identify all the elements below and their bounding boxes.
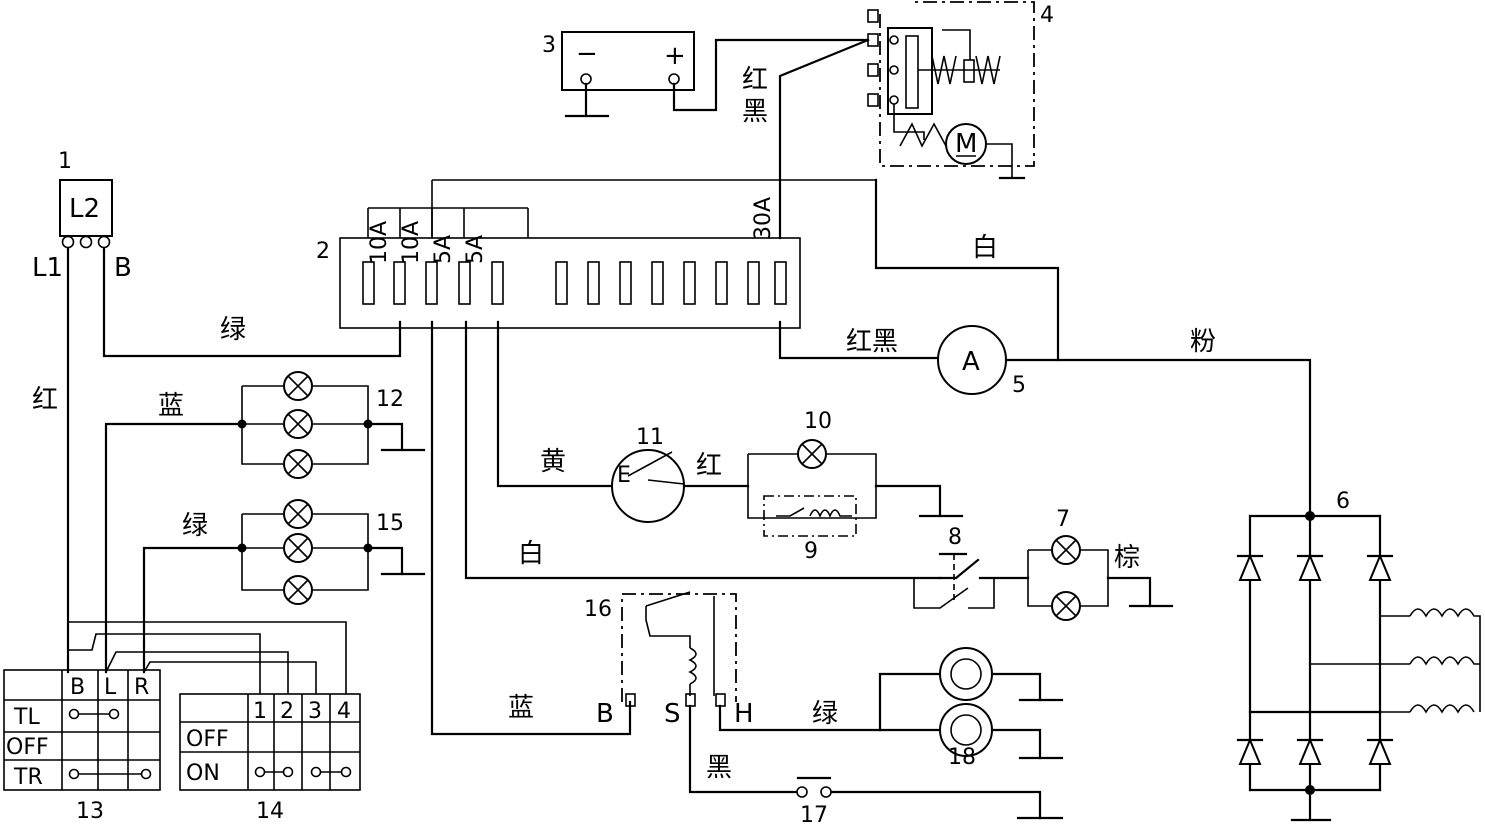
fuse-box: 10A 10A 5A 5A 30A 2 [316, 179, 876, 329]
switch14-header-3: 3 [308, 699, 322, 724]
switch13-header-l: L [104, 675, 117, 700]
lamp-15a [283, 499, 313, 529]
switch14-row-on: ON [186, 761, 220, 786]
turn-switch-13: B L R TL OFF TR 13 [3, 669, 161, 824]
component-number-9: 9 [804, 539, 818, 564]
component-number-17: 17 [800, 803, 828, 827]
starter-motor: M 4 [867, 1, 1054, 180]
fuel-gauge: E 红 11 [611, 425, 750, 523]
lamp-group-12: 12 蓝 [104, 371, 426, 674]
wire-color-red-gauge: 红 [696, 451, 722, 481]
switch13-header-b: B [70, 675, 85, 700]
switch14-row-off: OFF [186, 727, 229, 752]
component-number-8: 8 [948, 525, 962, 550]
wire-color-red-black-top-1: 红 [742, 65, 768, 95]
wire-color-green-bottom: 绿 [812, 699, 838, 729]
module-label: L2 [69, 194, 100, 224]
wire-color-yellow: 黄 [540, 447, 566, 477]
wire-green-bottom [718, 704, 882, 732]
wire-black [688, 704, 798, 794]
fuse-rating-4: 5A [463, 235, 488, 264]
relay-terminal-b: B [596, 699, 614, 729]
component-number-15: 15 [376, 511, 404, 536]
component-number-18: 18 [948, 745, 976, 770]
terminal-b-label: B [114, 253, 132, 283]
switch13-row-tr: TR [13, 765, 43, 790]
switch14-header-2: 2 [280, 699, 294, 724]
wire-color-white-top: 白 [972, 233, 998, 263]
flasher-module: L2 1 L1 B [32, 149, 132, 283]
switch14-header-1: 1 [253, 699, 267, 724]
gauge-label: E [617, 463, 631, 488]
wire-white-top [874, 178, 1060, 362]
rectifier-bridge: 6 [1236, 489, 1481, 822]
fuse-rating-main: 30A [751, 197, 776, 240]
component-number-13: 13 [76, 799, 104, 824]
switch13-row-off: OFF [6, 735, 49, 760]
wire-blue-bottom [430, 320, 632, 736]
motor-label: M [955, 129, 977, 159]
lamp-15c [283, 575, 313, 605]
switch13-header-r: R [134, 675, 149, 700]
component-number-11: 11 [636, 425, 664, 450]
wire-color-brown: 棕 [1114, 543, 1140, 573]
switch13-row-tl: TL [13, 705, 40, 730]
lamp-12c [283, 449, 313, 479]
light-switch-14: 1 2 3 4 OFF ON 14 [179, 693, 361, 824]
wire-color-red-left: 红 [32, 385, 58, 415]
brake-lamps: 棕 7 [1027, 507, 1174, 621]
ammeter: A 红黑 粉 5 [778, 320, 1312, 518]
lamp-group-15: 15 绿 [142, 499, 426, 674]
relay-terminal-s: S [664, 699, 681, 729]
fuse-rating-1: 10A [367, 221, 392, 264]
component-number-7: 7 [1056, 507, 1070, 532]
fuse-rating-3: 5A [431, 235, 456, 264]
component-number-5: 5 [1012, 373, 1026, 398]
relay-terminal-h: H [734, 699, 754, 729]
wire-yellow [496, 320, 614, 488]
wire-color-pink: 粉 [1190, 327, 1216, 357]
battery-plus: + [664, 41, 686, 71]
horn-relay: B S H 16 [584, 591, 754, 729]
component-number-6: 6 [1336, 489, 1350, 514]
fuse-rating-2: 10A [399, 221, 424, 264]
wire-color-red-black-top-2: 黑 [742, 97, 768, 127]
fuse-elements [362, 261, 787, 305]
wire-color-blue-left: 蓝 [158, 391, 184, 421]
battery-minus: − [576, 39, 598, 69]
battery: − + 3 [542, 31, 870, 118]
component-number-14: 14 [256, 799, 284, 824]
lamp-12b [283, 409, 313, 439]
module-wires [66, 246, 402, 674]
horns: 18 [878, 647, 1064, 770]
component-number-10: 10 [804, 409, 832, 434]
component-number-1: 1 [58, 149, 72, 174]
component-number-2: 2 [316, 239, 330, 264]
lamp-12a [283, 371, 313, 401]
ammeter-label: A [962, 347, 980, 377]
component-number-16: 16 [584, 597, 612, 622]
lamp-15b [283, 533, 313, 563]
wire-color-blue-bottom: 蓝 [508, 693, 534, 723]
gauge-lamp-and-sender: 10 9 [747, 409, 964, 564]
switch-wiring [67, 621, 347, 694]
terminal-l1-label: L1 [32, 253, 63, 283]
brake-switch: 8 [913, 525, 1030, 609]
wire-red-black-starter [778, 38, 870, 240]
switch14-header-4: 4 [337, 699, 351, 724]
wire-color-green-left: 绿 [182, 511, 208, 541]
wire-color-white-mid: 白 [518, 539, 544, 569]
component-number-3: 3 [542, 33, 556, 58]
wire-white-mid [464, 320, 942, 580]
wire-color-green-top: 绿 [220, 315, 246, 345]
wire-color-black: 黑 [706, 753, 732, 783]
component-number-12: 12 [376, 387, 404, 412]
horn-button: 17 [796, 776, 1064, 827]
component-number-4: 4 [1040, 3, 1054, 28]
wire-color-red-black-ammeter: 红黑 [846, 327, 898, 357]
